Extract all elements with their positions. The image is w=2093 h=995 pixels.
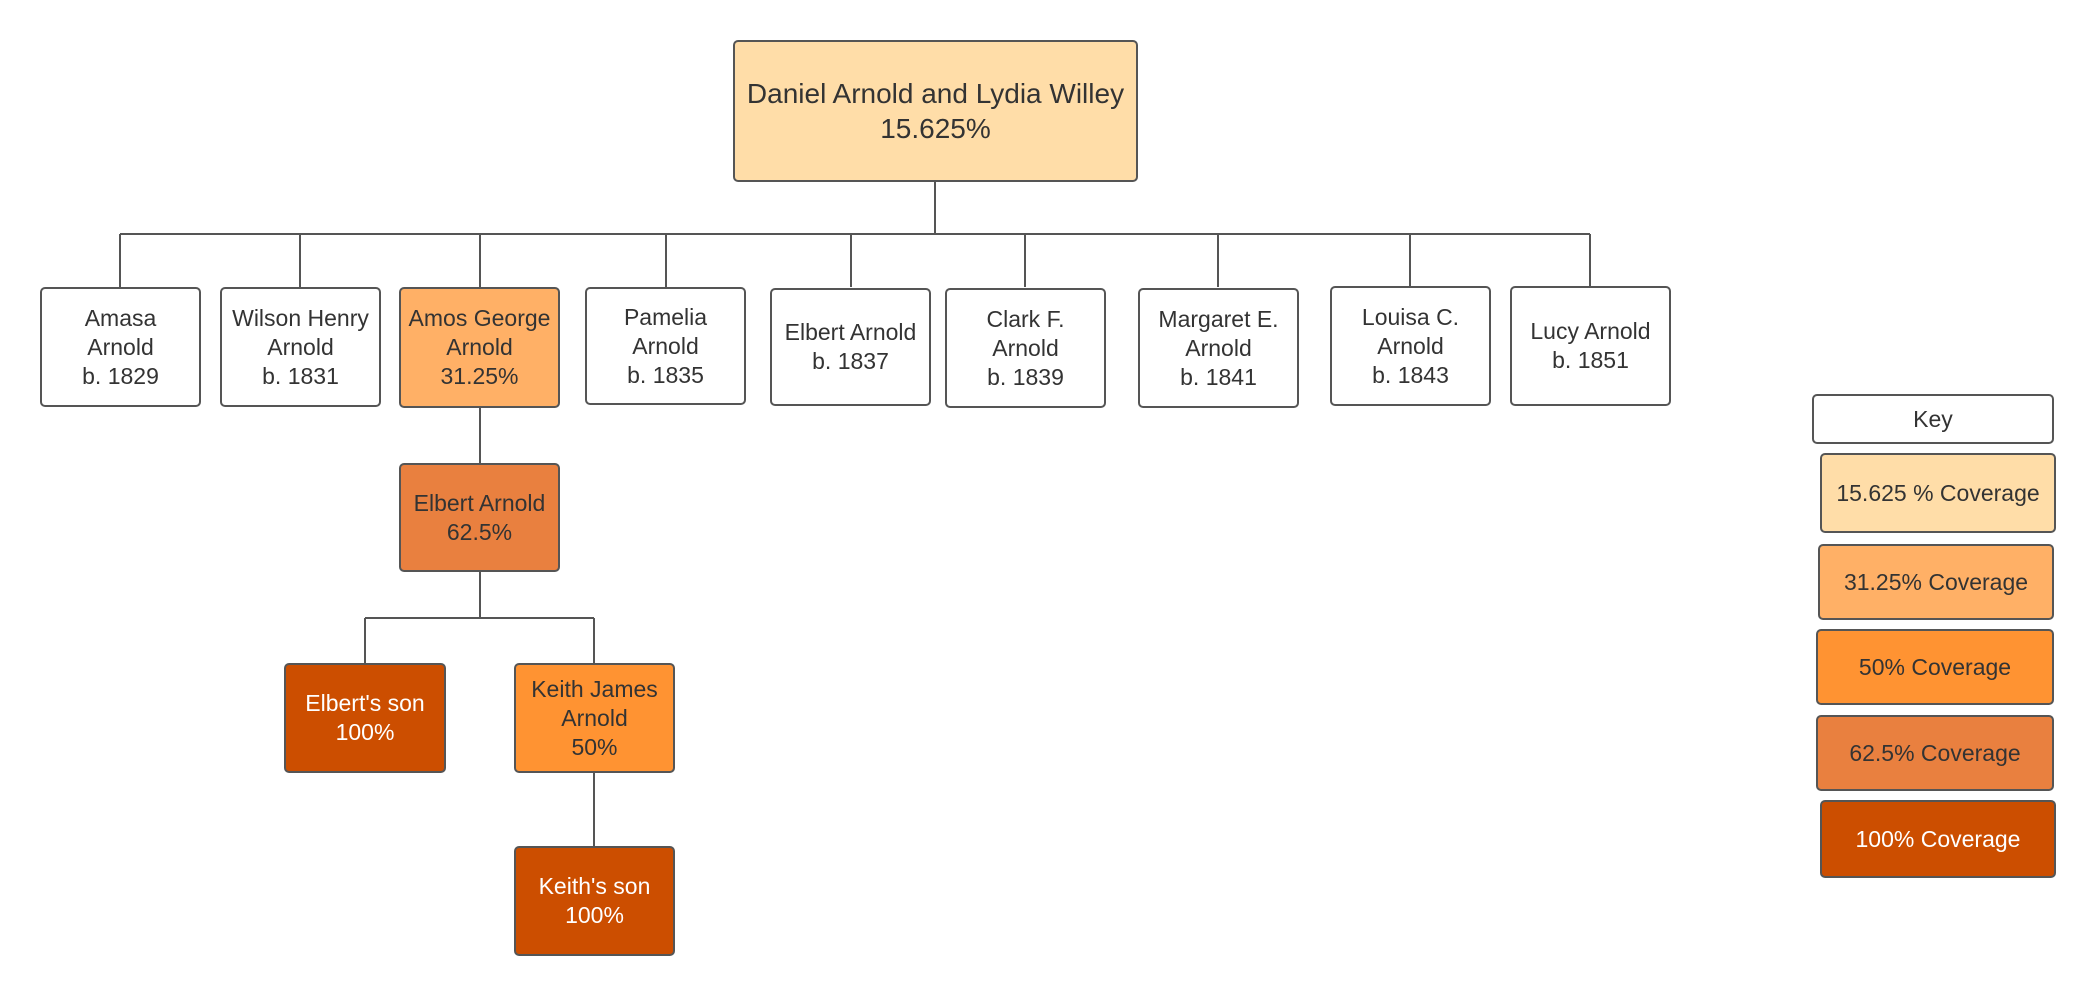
- child-line: Arnold: [267, 333, 334, 360]
- key-item-label: 100% Coverage: [1855, 825, 2021, 852]
- child-node-lucy: Lucy Arnold b. 1851: [1510, 286, 1671, 406]
- key-item-100: 100% Coverage: [1820, 800, 2056, 878]
- child-line: Arnold: [632, 332, 699, 359]
- child-node-louisa: Louisa C. Arnold b. 1843: [1330, 286, 1491, 406]
- child-node-amasa: Amasa Arnold b. 1829: [40, 287, 201, 407]
- great-great-grandchild-node-keiths-son: Keith's son 100%: [514, 846, 675, 956]
- key-item-label: 31.25% Coverage: [1843, 568, 2029, 595]
- child-line: b. 1851: [1552, 347, 1629, 373]
- child-line: Arnold: [992, 334, 1059, 361]
- child-line: Arnold: [446, 334, 513, 360]
- great-grandchild-line: 100%: [335, 719, 395, 745]
- child-node-margaret: Margaret E. Arnold b. 1841: [1138, 288, 1299, 408]
- great-grandchild-line: Elbert's son: [305, 690, 425, 716]
- child-node-pamelia: Pamelia Arnold b. 1835: [585, 287, 746, 405]
- great-grandchild-line: 50%: [571, 733, 618, 760]
- key-item-50: 50% Coverage: [1816, 629, 2054, 705]
- grandchild-node-elbert: Elbert Arnold 62.5%: [399, 463, 560, 572]
- child-line: b. 1839: [987, 363, 1064, 390]
- child-line: 31.25%: [440, 363, 519, 389]
- child-line: b. 1843: [1372, 361, 1449, 388]
- great-grandchild-line: Keith James: [531, 675, 658, 702]
- great-grandchild-line: Arnold: [561, 704, 628, 731]
- child-line: Lucy Arnold: [1530, 318, 1651, 344]
- child-line: b. 1831: [262, 362, 339, 389]
- key-item-label: 50% Coverage: [1858, 653, 2012, 680]
- key-title-text: Key: [1913, 405, 1953, 432]
- key-item-15: 15.625 % Coverage: [1820, 453, 2056, 533]
- child-line: Louisa C.: [1361, 303, 1460, 330]
- child-line: Clark F.: [986, 305, 1065, 332]
- key-item-label: 62.5% Coverage: [1849, 739, 2021, 766]
- child-node-wilson: Wilson Henry Arnold b. 1831: [220, 287, 381, 407]
- root-name: Daniel Arnold and Lydia Willey: [746, 78, 1125, 109]
- child-line: Pamelia: [623, 303, 708, 330]
- child-line: Wilson Henry: [232, 304, 369, 331]
- child-node-clark: Clark F. Arnold b. 1839: [945, 288, 1106, 408]
- grandchild-line: 62.5%: [446, 518, 513, 545]
- child-line: Amasa: [84, 304, 157, 331]
- child-node-amos: Amos George Arnold 31.25%: [399, 287, 560, 408]
- root-node: Daniel Arnold and Lydia Willey 15.625%: [733, 40, 1138, 182]
- great-grandchild-node-elberts-son: Elbert's son 100%: [284, 663, 446, 773]
- root-percent: 15.625%: [880, 113, 991, 144]
- great-great-grandchild-line: 100%: [565, 902, 624, 928]
- grandchild-line: Elbert Arnold: [413, 489, 546, 516]
- key-item-label: 15.625 % Coverage: [1836, 479, 2040, 506]
- key-title: Key: [1812, 394, 2054, 444]
- child-line: b. 1829: [82, 362, 159, 389]
- child-node-elbert: Elbert Arnold b. 1837: [770, 288, 931, 406]
- great-grandchild-node-keith: Keith James Arnold 50%: [514, 663, 675, 773]
- key-item-31: 31.25% Coverage: [1818, 544, 2054, 620]
- key-item-62: 62.5% Coverage: [1816, 715, 2054, 791]
- child-line: Arnold: [87, 333, 154, 360]
- child-line: Arnold: [1185, 334, 1252, 361]
- child-line: Amos George: [408, 305, 551, 331]
- great-great-grandchild-line: Keith's son: [538, 873, 651, 899]
- child-line: b. 1837: [812, 348, 889, 374]
- child-line: b. 1841: [1180, 363, 1257, 390]
- child-line: Margaret E.: [1158, 305, 1279, 332]
- child-line: Arnold: [1377, 332, 1444, 359]
- child-line: b. 1835: [627, 361, 704, 388]
- child-line: Elbert Arnold: [784, 319, 917, 345]
